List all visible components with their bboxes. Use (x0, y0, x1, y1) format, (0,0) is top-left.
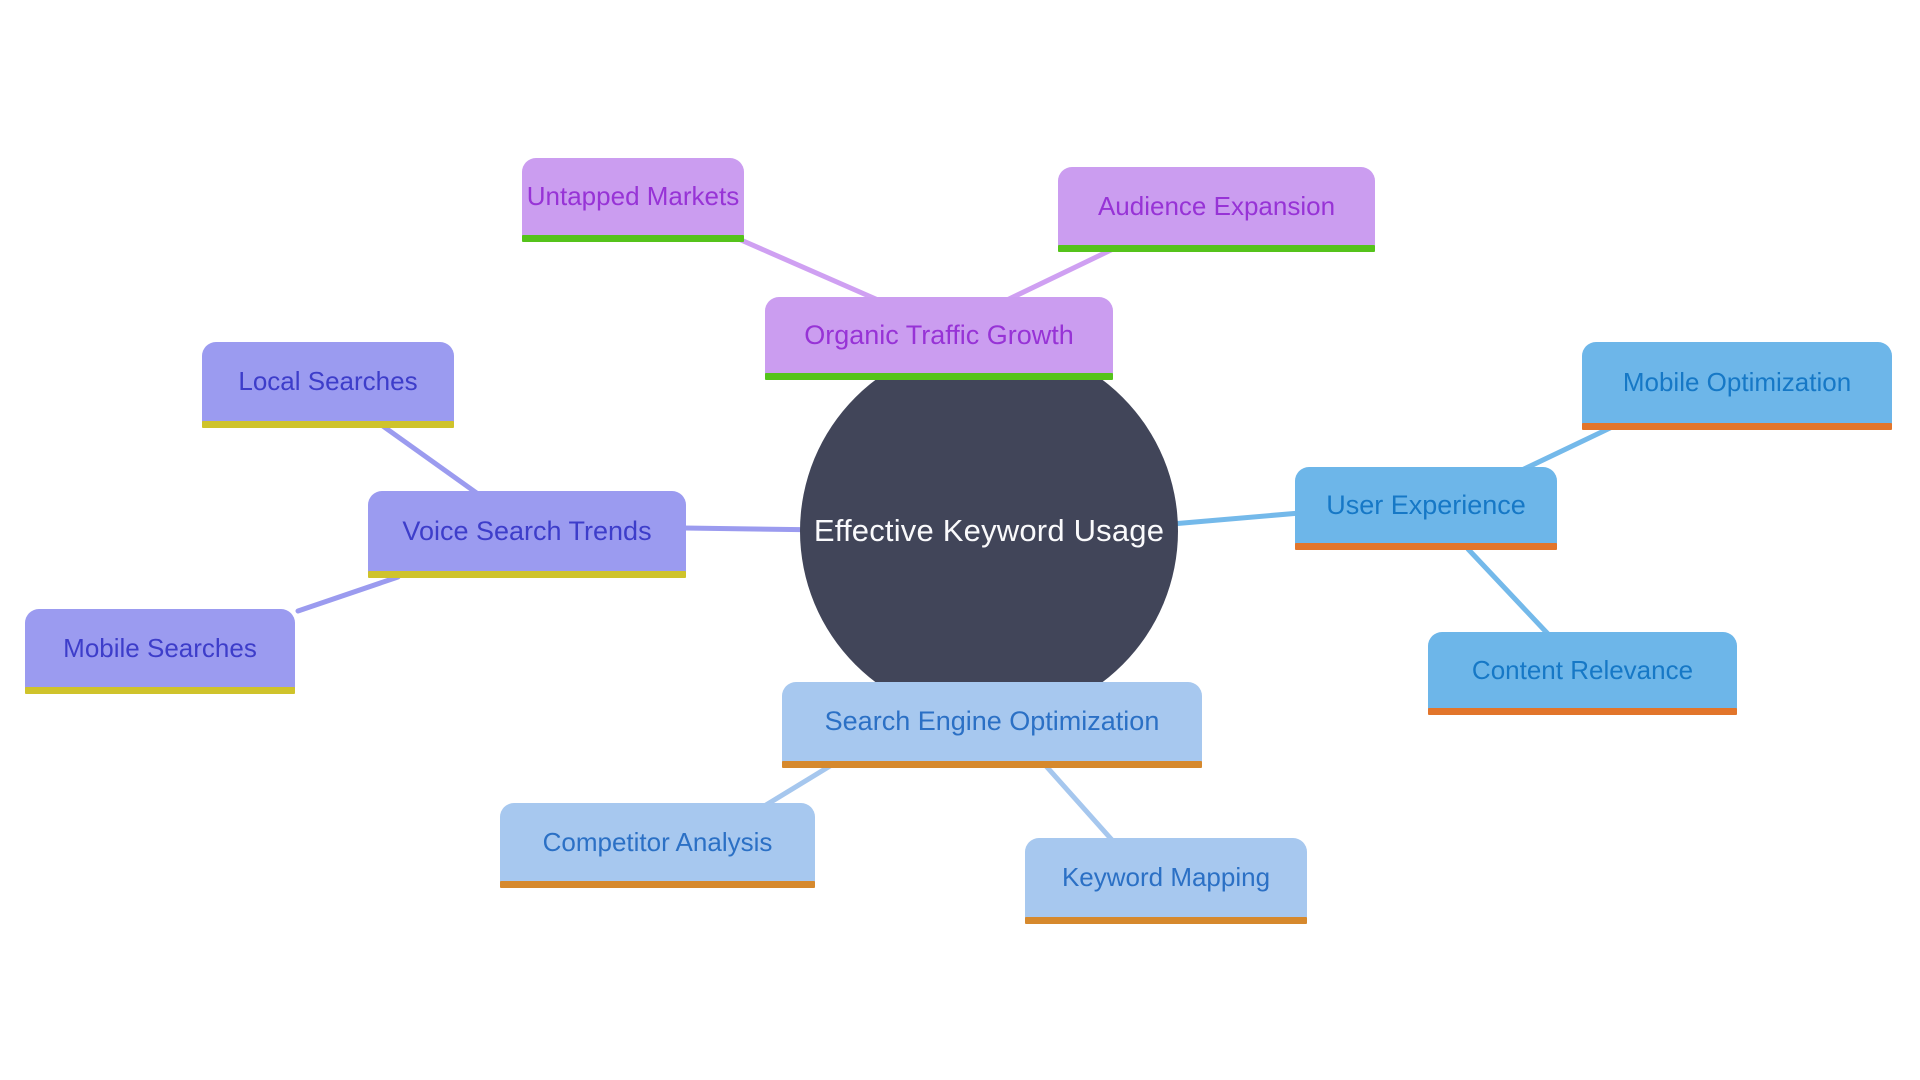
node-competitor-analysis[interactable]: Competitor Analysis (500, 803, 815, 888)
central-topic-label: Effective Keyword Usage (813, 513, 1165, 548)
link-local-searches (377, 421, 481, 497)
link-audience-expansion (1004, 246, 1116, 303)
node-mobile-searches[interactable]: Mobile Searches (25, 609, 295, 694)
node-label: Local Searches (238, 366, 418, 396)
node-keyword-mapping[interactable]: Keyword Mapping (1025, 838, 1307, 924)
node-content-relevance[interactable]: Content Relevance (1428, 632, 1737, 715)
node-label: Organic Traffic Growth (804, 319, 1074, 350)
node-label: Mobile Optimization (1622, 367, 1852, 397)
node-label: User Experience (1326, 489, 1526, 520)
node-label: Voice Search Trends (402, 515, 652, 546)
node-organic-traffic-growth[interactable]: Organic Traffic Growth (765, 297, 1113, 380)
node-voice-search-trends[interactable]: Voice Search Trends (368, 491, 686, 578)
node-label: Untapped Markets (526, 181, 740, 211)
node-label: Content Relevance (1471, 654, 1694, 685)
node-label: Keyword Mapping (1061, 862, 1271, 892)
node-label: Competitor Analysis (542, 826, 773, 857)
node-search-engine-optimization[interactable]: Search Engine Optimization (782, 682, 1202, 768)
node-label: Audience Expansion (1097, 190, 1336, 221)
link-untapped-markets (738, 237, 881, 303)
link-competitor-analysis (763, 763, 833, 808)
link-mobile-searches (295, 574, 401, 614)
link-keyword-mapping (1043, 763, 1115, 843)
node-untapped-markets[interactable]: Untapped Markets (522, 158, 744, 242)
node-local-searches[interactable]: Local Searches (202, 342, 454, 428)
link-mobile-optimization (1519, 425, 1613, 473)
node-label: Mobile Searches (63, 632, 257, 663)
link-content-relevance (1465, 546, 1551, 637)
node-user-experience[interactable]: User Experience (1295, 467, 1557, 550)
link-user-experience-center (1157, 510, 1303, 528)
node-mobile-optimization[interactable]: Mobile Optimization (1582, 342, 1892, 430)
central-topic-node[interactable]: Effective Keyword Usage (800, 342, 1178, 720)
node-audience-expansion[interactable]: Audience Expansion (1058, 167, 1375, 252)
node-label: Search Engine Optimization (824, 706, 1160, 736)
